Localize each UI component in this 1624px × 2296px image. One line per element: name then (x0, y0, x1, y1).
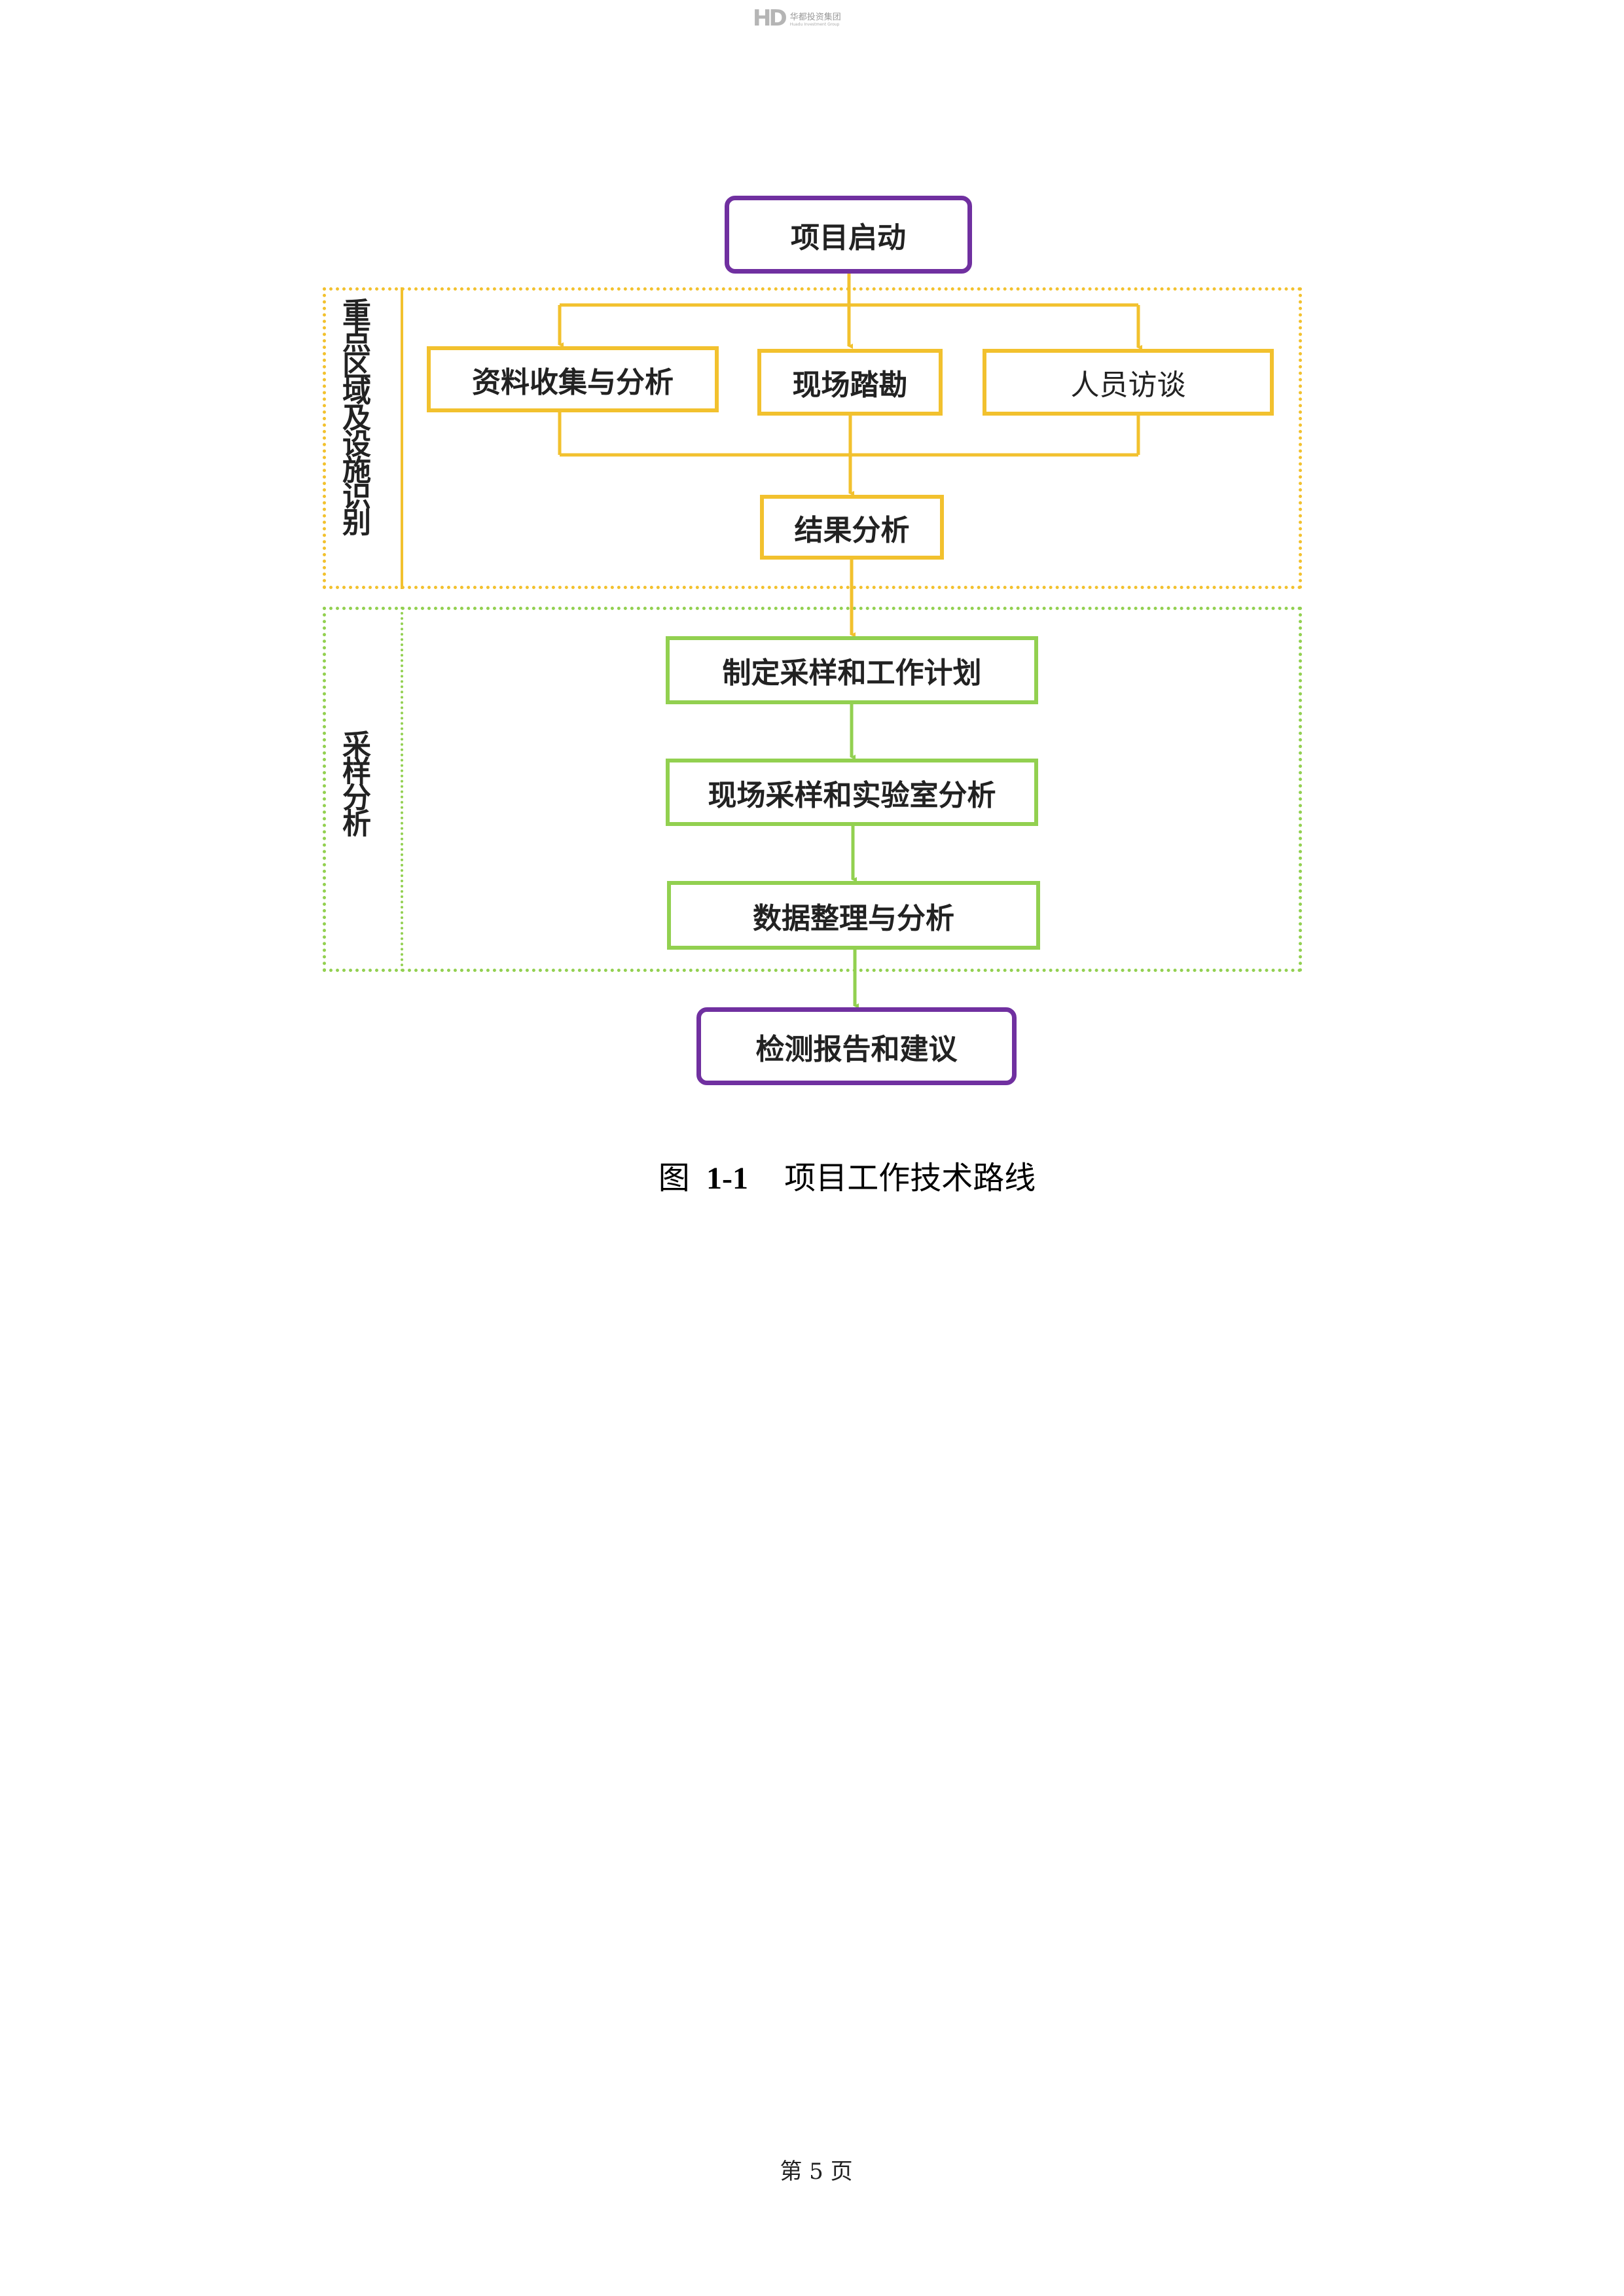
region-sampling-divider (401, 607, 403, 972)
region-identification-divider (401, 287, 403, 589)
step-field-sampling-lab: 现场采样和实验室分析 (666, 759, 1038, 826)
figure-caption: 图 1-1 项目工作技术路线 (0, 1152, 1624, 1198)
logo-cn-text: 华都投资集团 (789, 12, 841, 22)
step-sampling-plan: 制定采样和工作计划 (666, 636, 1038, 704)
page-number: 第 5 页 (780, 2159, 853, 2185)
region-identification-label: 重点区域及设施识别 (337, 298, 370, 533)
step-materials-analysis: 资料收集与分析 (427, 346, 719, 412)
caption-number: 1-1 (706, 1161, 748, 1196)
company-logo: HD 华都投资集团 Huadu Investment Group (753, 4, 864, 33)
step-site-survey: 现场踏勘 (757, 349, 943, 416)
step-report: 检测报告和建议 (696, 1007, 1017, 1085)
caption-title: 项目工作技术路线 (784, 1160, 1036, 1196)
flow-connectors (558, 274, 1142, 1009)
region-identification (323, 287, 1302, 589)
region-sampling-label: 采样分析 (337, 730, 370, 834)
step-project-start: 项目启动 (725, 196, 972, 274)
caption-prefix: 图 (658, 1160, 690, 1196)
step-result-analysis: 结果分析 (760, 495, 944, 560)
step-data-analysis: 数据整理与分析 (667, 881, 1040, 950)
step-personnel-interview: 人员访谈 (983, 349, 1274, 416)
logo-en-text: Huadu Investment Group (789, 22, 840, 27)
logo-mark: HD (753, 5, 787, 31)
region-sampling (323, 607, 1302, 972)
